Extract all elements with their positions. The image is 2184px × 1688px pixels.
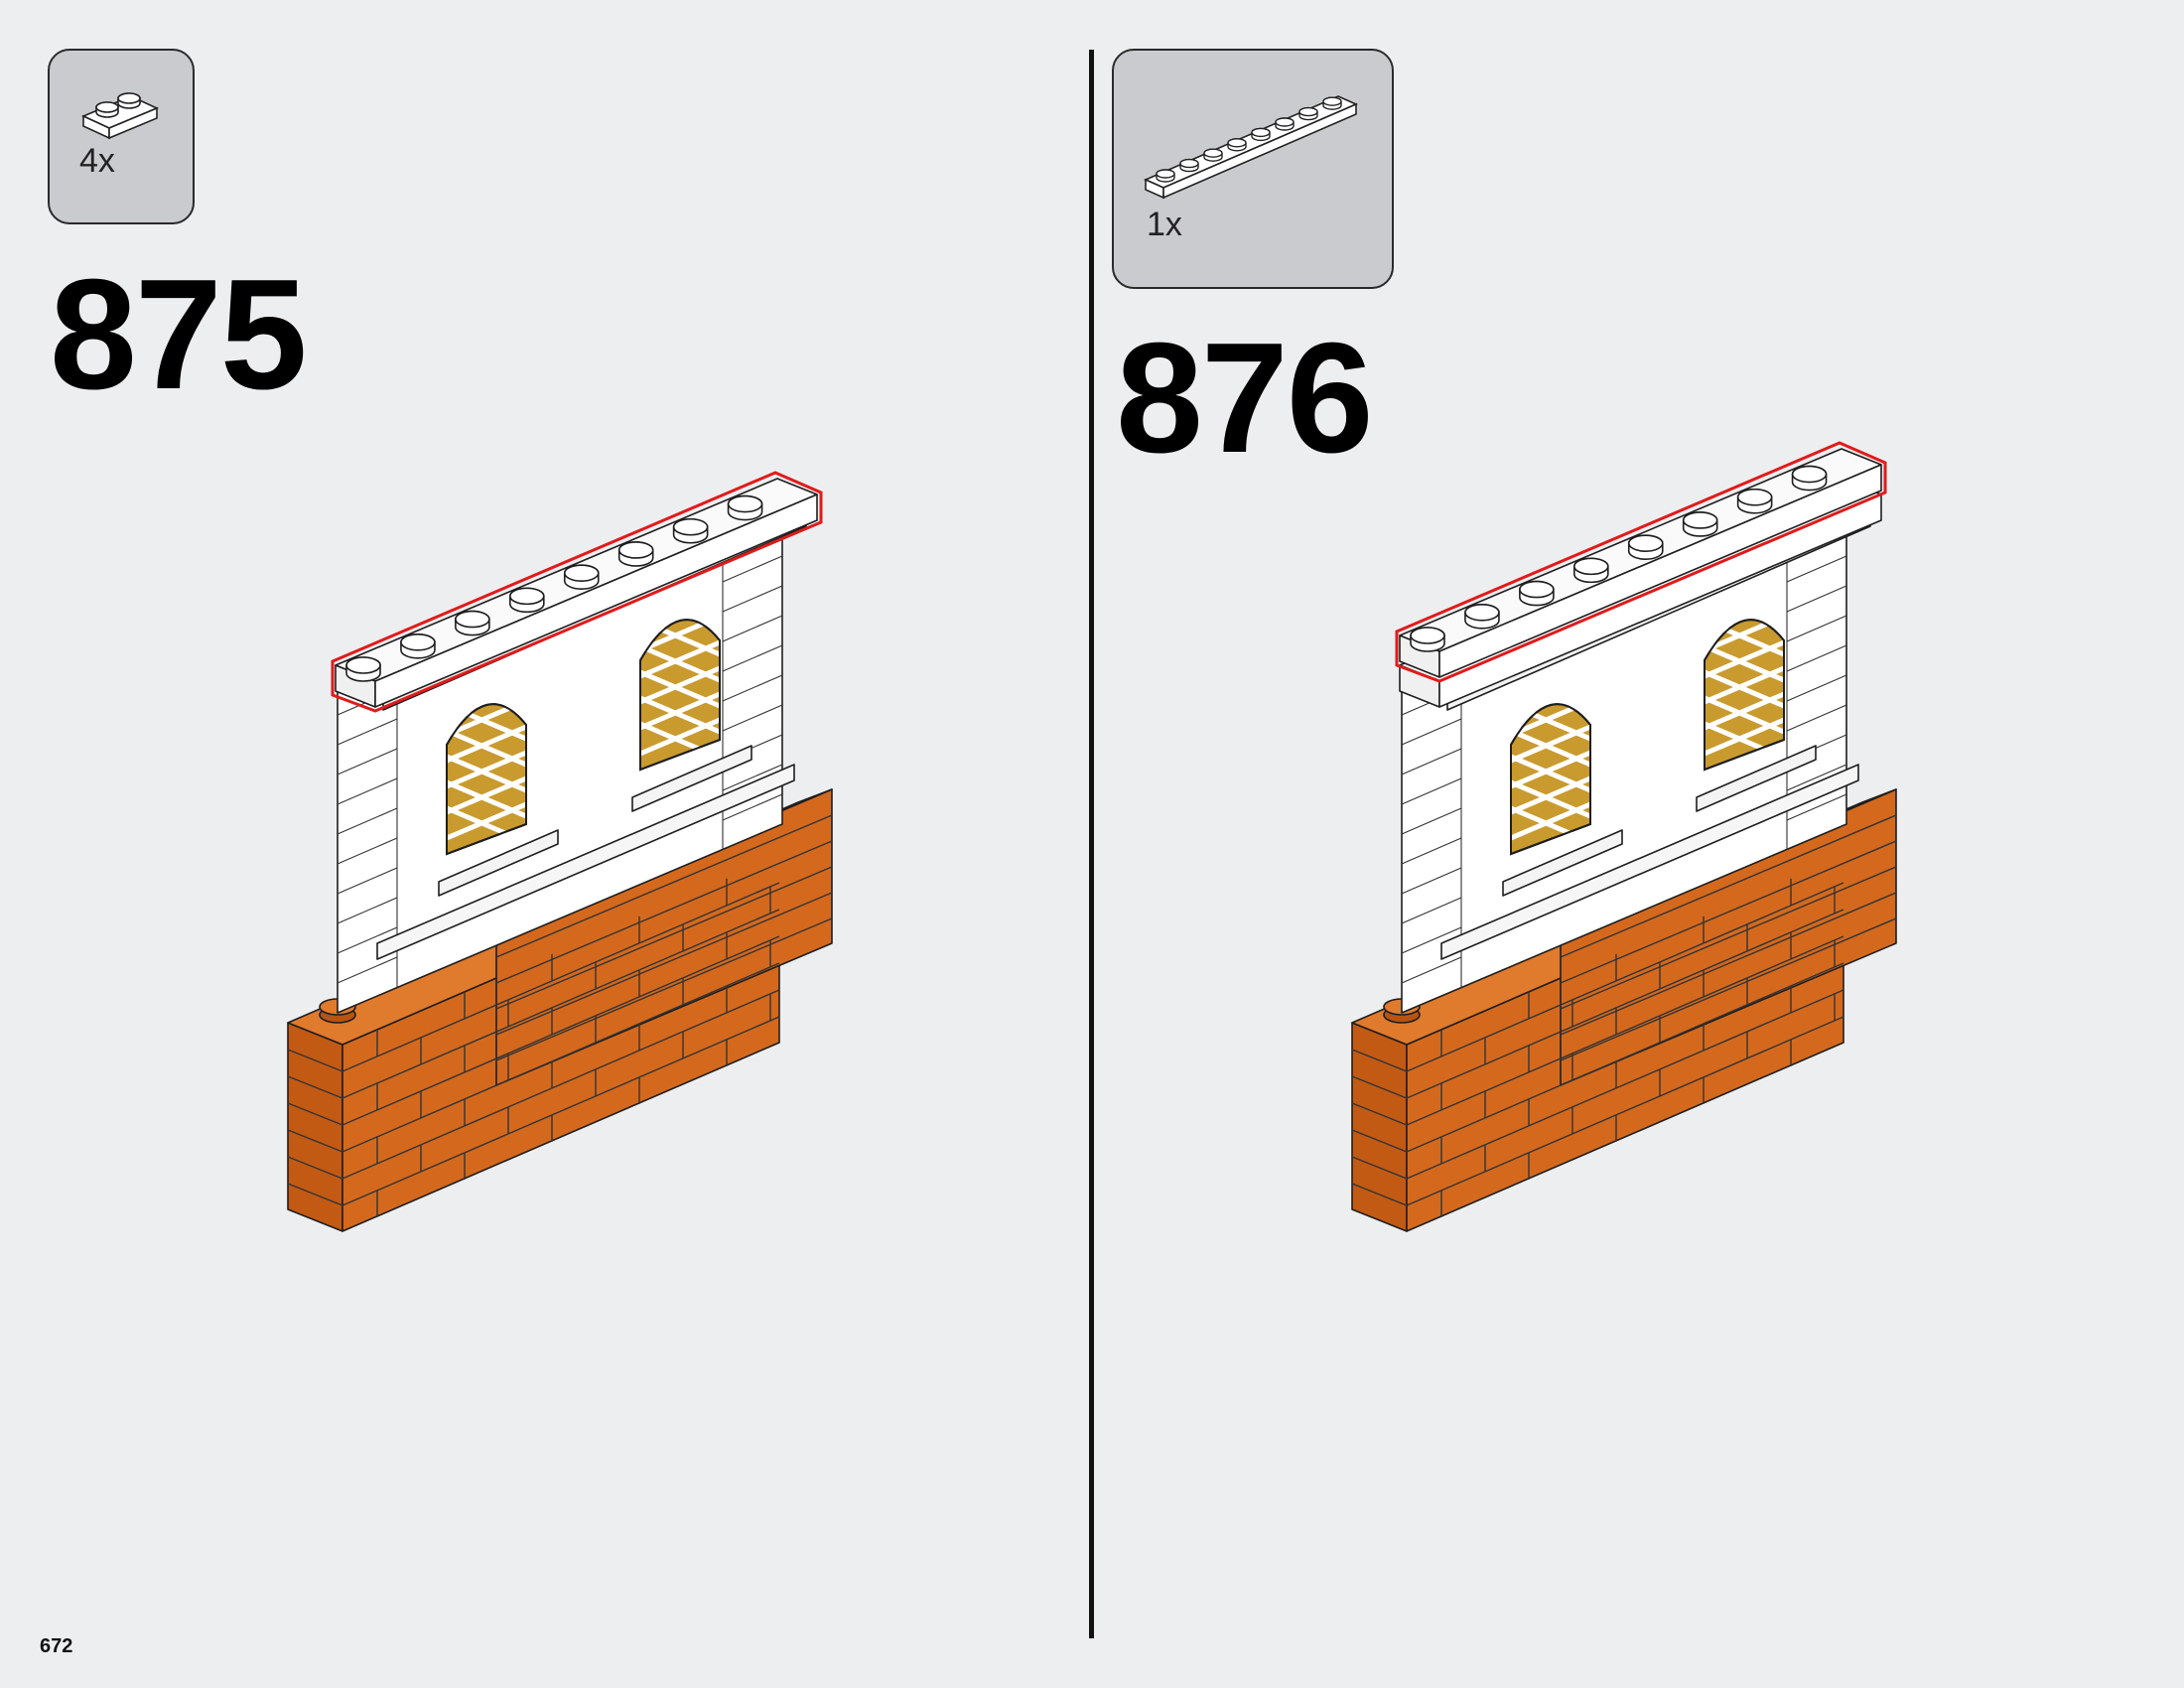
stud [509,587,545,606]
step-number: 876 [1116,311,1374,486]
stud [1791,465,1828,484]
window-sill [1696,745,1817,812]
stud [400,633,436,651]
page-number: 672 [40,1635,73,1657]
plate-1x2-with-rail-icon [81,92,159,140]
stud [1682,511,1718,529]
stud [1519,580,1555,599]
wall-assembly-illustration-step-875 [287,471,833,1232]
plate-1x8-front [1438,464,1882,678]
wall-ledge [376,764,795,960]
stud [345,656,381,674]
stud [1573,557,1609,576]
part-quantity: 4x [79,142,115,180]
stud [1736,488,1773,506]
parts-callout-step-875: 4x [48,49,195,224]
parts-callout-step-876: 1x [1112,49,1394,289]
stud [1410,627,1445,644]
window-sill [1502,829,1623,897]
new-part-highlight [1395,441,1887,683]
rail-row-front [374,493,818,708]
stud [617,541,654,559]
stud [1464,603,1500,622]
step-number: 875 [50,247,308,422]
window-sill [438,829,559,897]
stud [563,564,600,582]
stud [455,610,490,629]
brick-base-side [1351,1022,1408,1232]
window-sill [631,745,752,812]
part-quantity: 1x [1147,206,1182,243]
stud [1627,534,1664,552]
stud [727,494,763,513]
new-part-highlight [331,471,823,713]
wall-assembly-illustration-step-876 [1351,441,1897,1232]
wall-ledge [1440,764,1859,960]
step-divider [1089,50,1094,1638]
plate-1x8-icon [1144,95,1358,200]
stud [672,517,709,536]
